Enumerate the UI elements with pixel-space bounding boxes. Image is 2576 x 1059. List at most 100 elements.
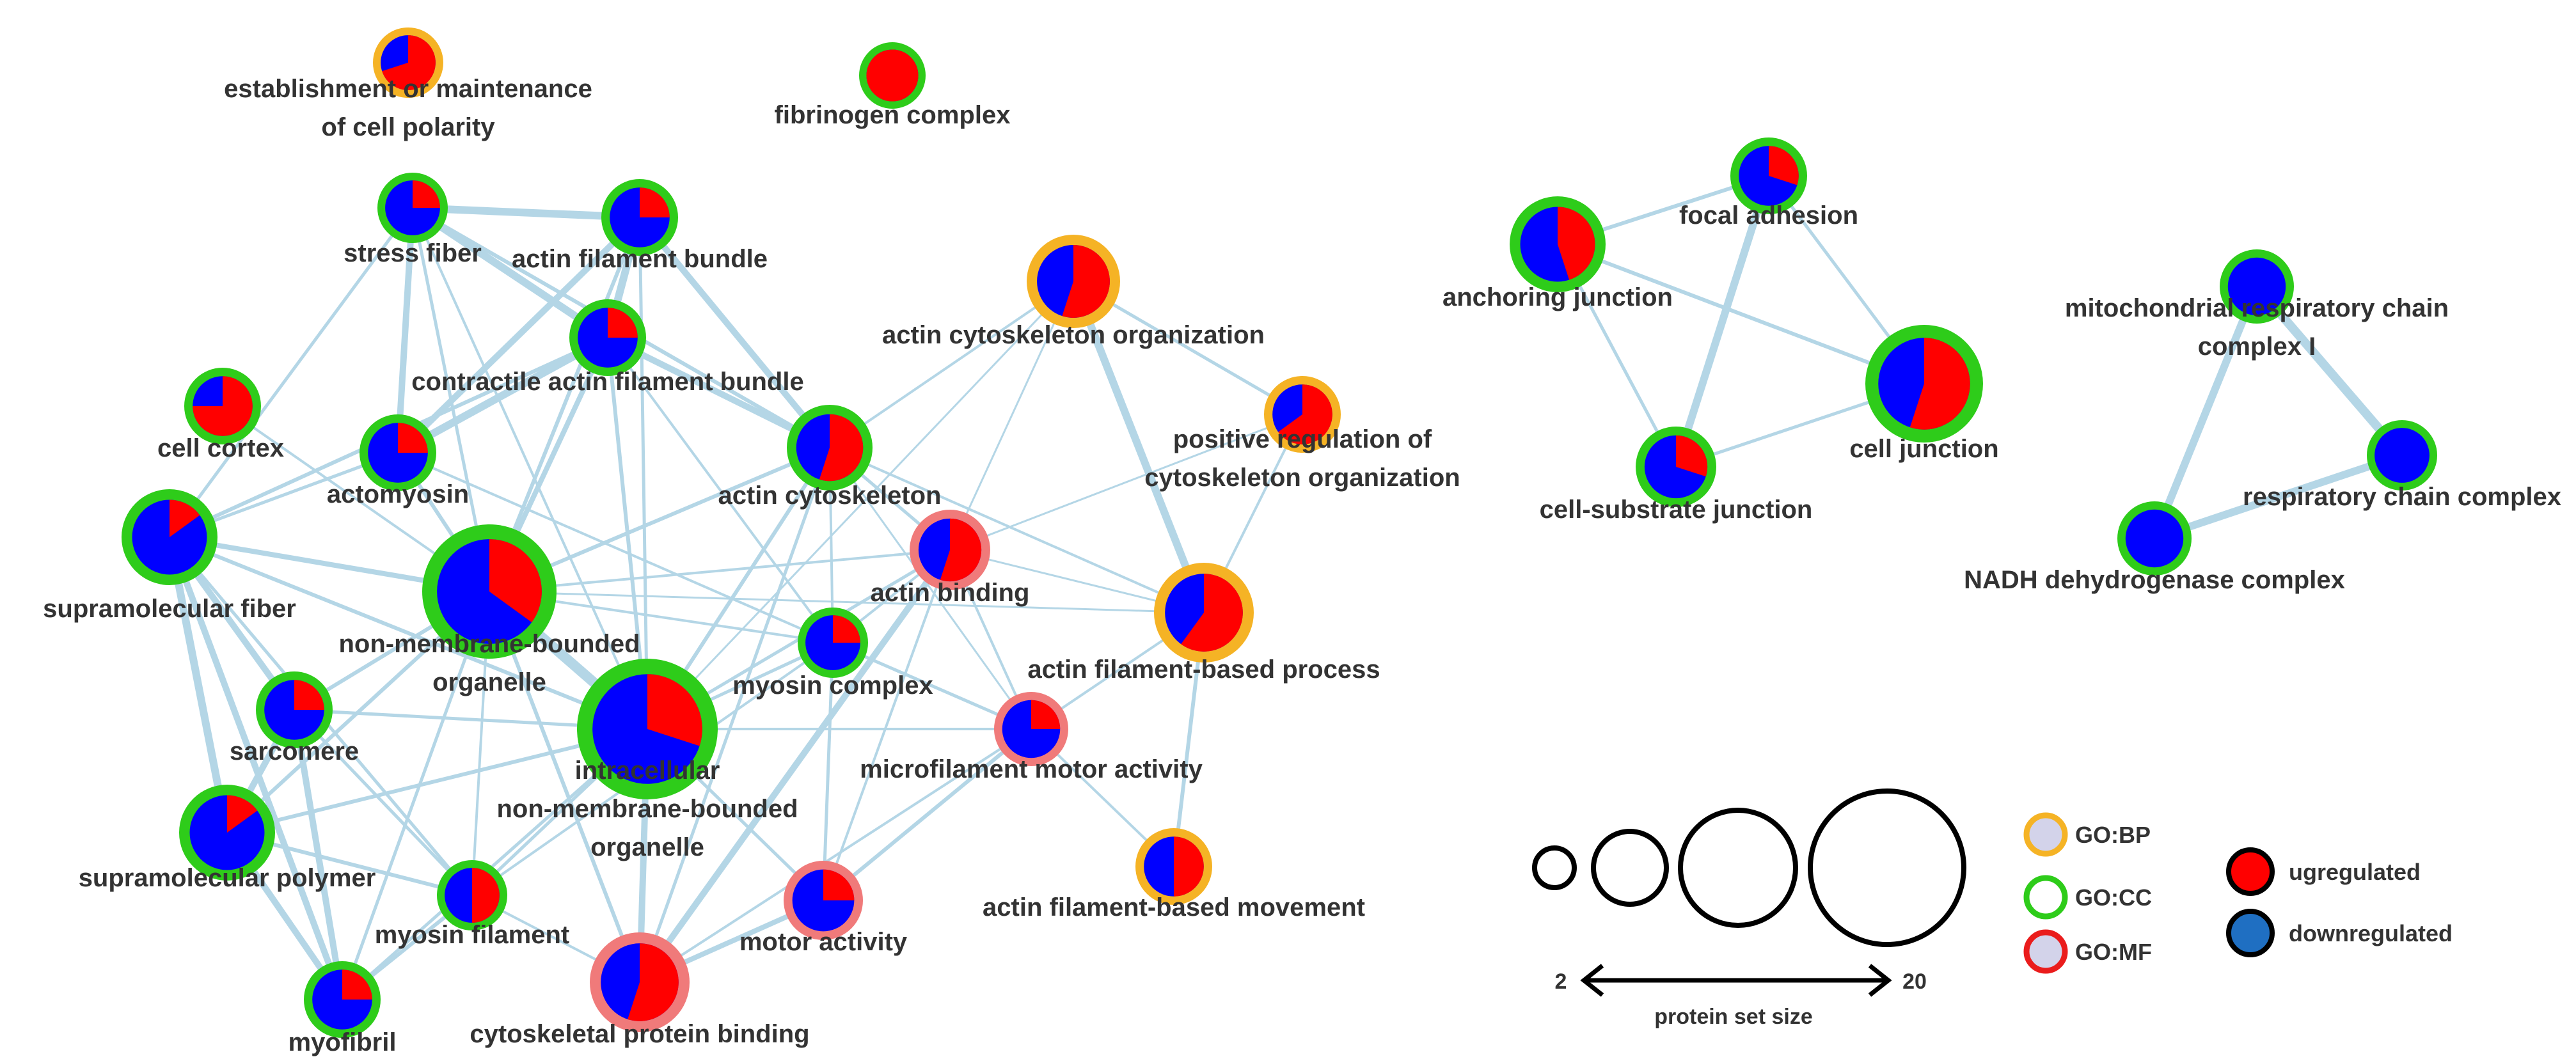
edge-actin-filament-bundle-nmbo xyxy=(487,216,642,593)
node-label-actin-binding: actin binding xyxy=(871,579,1030,607)
node-down-slice-mito-complex-i xyxy=(2227,257,2286,316)
node-label-myosin-complex: myosin complex xyxy=(732,671,933,700)
edge-microfilament-motor-cytoskeletal-binding xyxy=(638,728,1032,984)
edge-mito-complex-i-nadh xyxy=(2151,283,2261,542)
node-myofibril[interactable]: myofibril xyxy=(288,961,397,1056)
edge-stress-fiber-actomyosin xyxy=(395,205,416,456)
edge-actin-cyto-org-actin-filament-process xyxy=(1070,278,1208,616)
node-actin-cytoskeleton[interactable]: actin cytoskeleton xyxy=(718,405,942,510)
node-nadh[interactable]: NADH dehydrogenase complex xyxy=(1964,501,2345,594)
node-supramolecular-fiber[interactable]: supramolecular fiber xyxy=(43,489,296,623)
go-cc-legend-swatch xyxy=(2023,875,2068,920)
node-up-slice-cytoskeletal-binding xyxy=(628,943,679,1021)
node-contractile-bundle[interactable]: contractile actin filament bundle xyxy=(411,299,804,396)
edge-myofibril-nmbo xyxy=(340,590,491,1001)
edge-supramolecular-polymer-intracellular-nmbo xyxy=(225,727,649,835)
node-label-supramolecular-fiber: supramolecular fiber xyxy=(43,595,296,623)
size-arrow xyxy=(1580,964,1892,997)
node-up-slice-actin-filament-process xyxy=(1181,574,1243,652)
node-label-actin-cytoskeleton: actin cytoskeleton xyxy=(718,482,941,510)
node-cell-substrate-junction[interactable]: cell-substrate junction xyxy=(1540,427,1813,524)
legend: 2 20 protein set size GO:BP GO:CC GO:MF … xyxy=(1532,788,2453,1029)
edge-actin-cytoskeleton-actin-cyto-org xyxy=(828,280,1075,449)
edge-actin-cyto-org-intracellular-nmbo xyxy=(646,280,1075,730)
node-label-cell-polarity: of cell polarity xyxy=(321,113,495,141)
node-up-slice-myofibril xyxy=(342,969,372,1000)
node-label-fibrinogen: fibrinogen complex xyxy=(775,101,1011,129)
node-up-slice-myosin-complex xyxy=(833,615,860,643)
node-label-nmbo: non-membrane-bounded xyxy=(338,630,640,658)
node-cell-cortex[interactable]: cell cortex xyxy=(157,368,284,462)
go-cc-legend-label: GO:CC xyxy=(2075,884,2152,911)
node-up-slice-actin-filament-movement xyxy=(1174,836,1204,897)
node-stress-fiber[interactable]: stress fiber xyxy=(344,173,482,267)
node-pos-reg-cyto[interactable]: positive regulation of cytoskeleton organ… xyxy=(1144,376,1460,492)
size-legend-circle-1 xyxy=(1532,845,1577,890)
node-motor-activity[interactable]: motor activity xyxy=(739,861,908,956)
node-sarcomere[interactable]: sarcomere xyxy=(230,671,359,765)
size-legend-circle-2 xyxy=(1591,829,1669,907)
node-actin-filament-movement[interactable]: actin filament-based movement xyxy=(983,828,1365,922)
node-label-intracellular-nmbo: non-membrane-bounded xyxy=(496,795,798,823)
node-up-slice-stress-fiber xyxy=(413,180,440,208)
node-label-actomyosin: actomyosin xyxy=(327,480,469,508)
node-intracellular-nmbo[interactable]: intracellularnon-membrane-boundedorganel… xyxy=(496,659,798,861)
node-cell-junction[interactable]: cell junction xyxy=(1849,325,1999,463)
node-actin-filament-process[interactable]: actin filament-based process xyxy=(1027,563,1380,684)
node-label-cell-substrate-junction: cell-substrate junction xyxy=(1540,496,1813,524)
node-anchoring-junction[interactable]: anchoring junction xyxy=(1442,196,1673,311)
node-actin-filament-bundle[interactable]: actin filament bundle xyxy=(512,179,768,273)
edge-actin-binding-nmbo xyxy=(488,549,951,593)
node-label-stress-fiber: stress fiber xyxy=(344,239,482,267)
upregulated-legend-label: ugregulated xyxy=(2289,859,2421,885)
node-label-microfilament-motor: microfilament motor activity xyxy=(860,755,1203,783)
edge-contractile-bundle-myosin-complex xyxy=(606,336,834,644)
node-focal-adhesion[interactable]: focal adhesion xyxy=(1679,137,1858,230)
size-max-label: 20 xyxy=(1902,969,1927,994)
node-label-sarcomere: sarcomere xyxy=(230,737,359,765)
node-label-actin-filament-process: actin filament-based process xyxy=(1027,655,1380,684)
node-up-slice-actin-cyto-org xyxy=(1062,245,1110,318)
node-label-myofibril: myofibril xyxy=(288,1028,397,1056)
node-down-slice-nadh xyxy=(2125,509,2184,568)
node-up-slice-myosin-filament xyxy=(472,868,500,923)
node-label-anchoring-junction: anchoring junction xyxy=(1442,283,1673,311)
node-actomyosin[interactable]: actomyosin xyxy=(327,414,469,508)
node-up-slice-nmbo xyxy=(489,539,542,623)
node-myosin-filament[interactable]: myosin filament xyxy=(375,860,570,949)
node-up-slice-actin-filament-bundle xyxy=(640,187,670,217)
node-up-slice-cell-junction xyxy=(1909,338,1970,430)
node-label-mito-complex-i: complex I xyxy=(2198,333,2316,361)
edge-supramolecular-fiber-myofibril xyxy=(166,534,345,1003)
node-up-slice-microfilament-motor xyxy=(1031,700,1061,729)
node-up-slice-cell-cortex xyxy=(193,376,253,436)
node-supramolecular-polymer[interactable]: supramolecular polymer xyxy=(79,785,376,892)
edge-stress-fiber-intracellular-nmbo xyxy=(411,207,649,730)
edge-microfilament-motor-motor-activity xyxy=(821,727,1033,902)
node-actin-cyto-org[interactable]: actin cytoskeleton organization xyxy=(882,235,1265,349)
node-microfilament-motor[interactable]: microfilament motor activity xyxy=(860,692,1203,783)
node-actin-binding[interactable]: actin binding xyxy=(871,510,1030,607)
edge-supramolecular-fiber-intracellular-nmbo xyxy=(168,535,649,731)
node-cytoskeletal-binding[interactable]: cytoskeletal protein binding xyxy=(470,932,810,1048)
node-label-actin-cyto-org: actin cytoskeleton organization xyxy=(882,321,1265,349)
node-label-intracellular-nmbo: intracellular xyxy=(575,757,720,785)
node-label-pos-reg-cyto: cytoskeleton organization xyxy=(1144,464,1460,492)
downregulated-legend-swatch xyxy=(2226,909,2275,957)
edge-respiratory-chain-nadh xyxy=(2151,451,2406,542)
edge-myosin-complex-motor-activity xyxy=(821,641,835,902)
node-label-pos-reg-cyto: positive regulation of xyxy=(1173,425,1432,453)
node-fibrinogen[interactable]: fibrinogen complex xyxy=(775,42,1011,129)
node-label-nadh: NADH dehydrogenase complex xyxy=(1964,566,2345,594)
edge-stress-fiber-contractile-bundle xyxy=(409,204,612,341)
node-myosin-complex[interactable]: myosin complex xyxy=(732,608,933,700)
node-up-slice-cell-substrate-junction xyxy=(1676,435,1708,477)
node-respiratory-chain[interactable]: respiratory chain complex xyxy=(2243,420,2561,511)
edge-actin-filament-bundle-actin-cytoskeleton xyxy=(636,214,833,451)
node-up-slice-supramolecular-fiber xyxy=(170,499,200,537)
edge-stress-fiber-supramolecular-fiber xyxy=(168,206,415,539)
